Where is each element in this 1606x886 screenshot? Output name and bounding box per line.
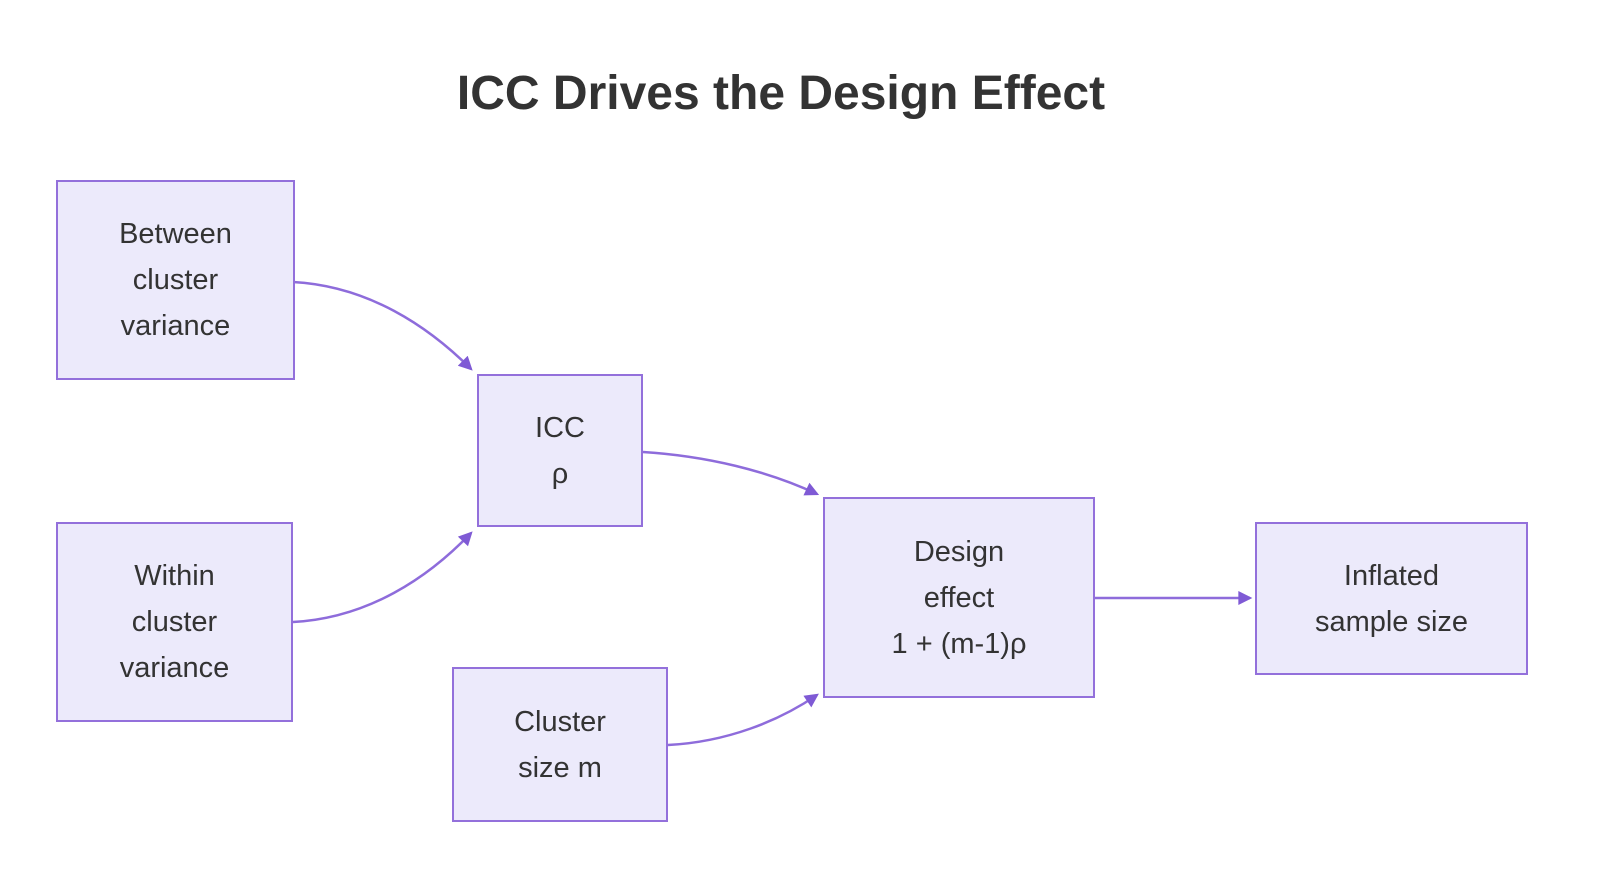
node-within-cluster-variance: Within cluster variance [56,522,293,722]
edge-icc-to-design [642,450,820,496]
edge-cluster-to-design [667,693,819,747]
node-within-cluster-variance-label: Within cluster variance [119,560,230,684]
node-design-effect-label: Design effect 1 + (m-1)ρ [891,535,1027,660]
node-inflated-sample-size: Inflated sample size [1255,522,1528,675]
node-design-effect: Design effect 1 + (m-1)ρ [823,497,1095,698]
edge-between-to-icc [292,280,473,371]
node-inflated-sample-size-label: Inflated sample size [1314,559,1469,638]
node-between-cluster-variance: Between cluster variance [56,180,295,380]
diagram-title: ICC Drives the Design Effect [456,67,1106,120]
node-between-cluster-variance-label: Between cluster variance [119,218,232,342]
node-icc: ICC ρ [477,374,643,527]
node-cluster-size: Cluster size m [452,667,668,822]
edge-within-to-icc [292,531,473,624]
node-icc-label: ICC ρ [535,411,585,490]
node-cluster-size-label: Cluster size m [514,705,606,784]
